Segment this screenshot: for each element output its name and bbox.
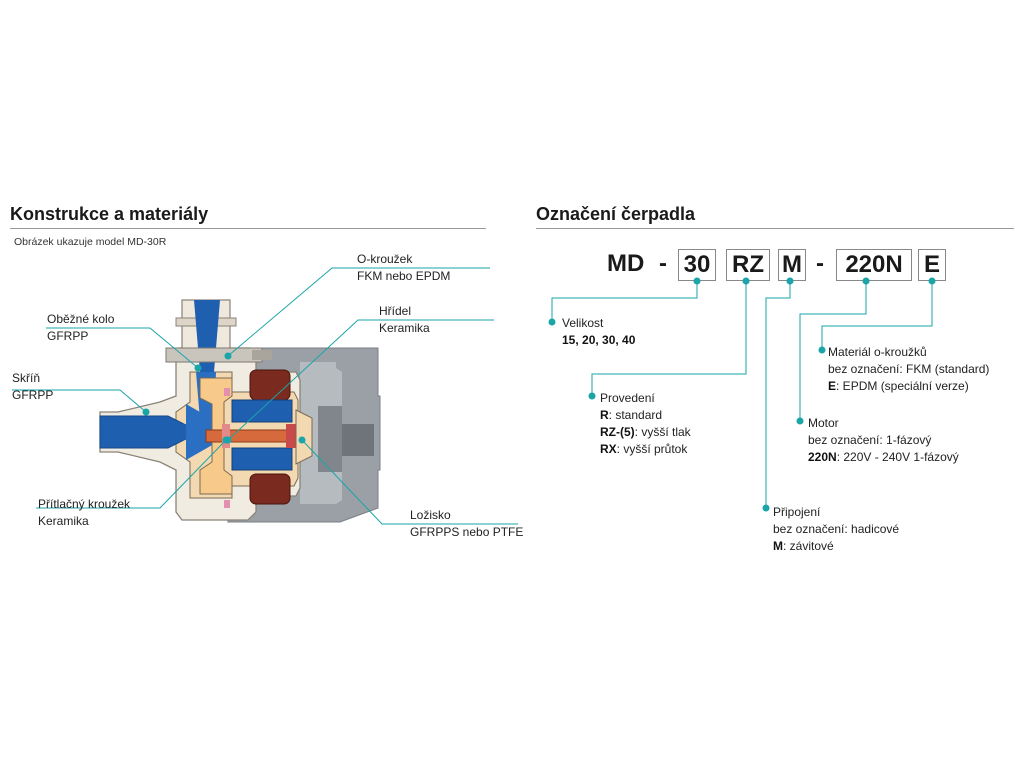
shaft-material: Keramika [379,321,430,335]
connection-info: Připojení bez označení: hadicové M: závi… [773,504,899,555]
connection-m-key: M [773,539,783,553]
code-motor-box: 220N [836,249,912,281]
designation-title-rule [536,228,1014,229]
o-ring-name: O-kroužek [357,252,413,266]
oring-title: Materiál o-kroužků [828,345,927,359]
thrust-ring-name: Přítlačný kroužek [38,497,131,511]
thrust-ring-material: Keramika [38,514,89,528]
casing-material: GFRPP [12,388,54,402]
oring-e-key: E [828,379,837,393]
variant-r-key: R [600,408,609,422]
designation-title: Označení čerpadla [536,204,696,224]
code-dash-2: - [816,250,824,277]
motor-n-key: 220N [808,450,837,464]
variant-rz-key: RZ-(5) [600,425,635,439]
shaft-label: Hřídel Keramika [379,303,430,337]
bearing-material: GFRPPS nebo PTFE [410,525,524,539]
impeller-name: Oběžné kolo [47,312,115,326]
size-values: 15, 20, 30, 40 [562,333,636,347]
size-title: Velikost [562,316,604,330]
code-oring-box: E [918,249,946,281]
construction-title-rule [10,228,486,229]
code-prefix: MD [607,250,645,277]
impeller-material: GFRPP [47,329,89,343]
casing-label: Skříň GFRPP [12,370,53,404]
bearing-name: Ložisko [410,508,451,522]
variant-rx-text: : vyšší průtok [616,442,688,456]
size-info: Velikost 15, 20, 30, 40 [562,315,635,349]
oring-e-text: : EPDM (speciální verze) [836,379,969,393]
code-dash-1: - [659,250,667,277]
thrust-ring-label: Přítlačný kroužek Keramika [38,496,130,530]
oring-info: Materiál o-kroužků bez označení: FKM (st… [828,344,989,395]
bearing-label: Ložisko GFRPPS nebo PTFE [410,507,523,541]
motor-info: Motor bez označení: 1-fázový 220N: 220V … [808,415,959,466]
o-ring-label: O-kroužek FKM nebo EPDM [357,251,450,285]
motor-title: Motor [808,416,839,430]
construction-subtitle: Obrázek ukazuje model MD-30R [14,236,167,248]
shaft-name: Hřídel [379,304,412,318]
motor-n-text: : 220V - 240V 1-fázový [836,450,959,464]
code-size-box: 30 [678,249,716,281]
variant-rx-key: RX [600,442,617,456]
code-connection-box: M [778,249,806,281]
connection-line1: bez označení: hadicové [773,522,900,536]
impeller-label: Oběžné kolo GFRPP [47,311,114,345]
casing-name: Skříň [12,371,41,385]
variant-rz-text: : vyšší tlak [634,425,691,439]
variant-info: Provedení R: standard RZ-(5): vyšší tlak… [600,390,691,458]
connection-m-text: : závitové [783,539,834,553]
oring-line1: bez označení: FKM (standard) [828,362,990,376]
rear-boss [340,424,374,456]
motor-line1: bez označení: 1-fázový [808,433,932,447]
connection-title: Připojení [773,505,821,519]
variant-title: Provedení [600,391,655,405]
o-ring-material: FKM nebo EPDM [357,269,451,283]
variant-r-text: : standard [608,408,663,422]
construction-title: Konstrukce a materiály [10,204,209,224]
